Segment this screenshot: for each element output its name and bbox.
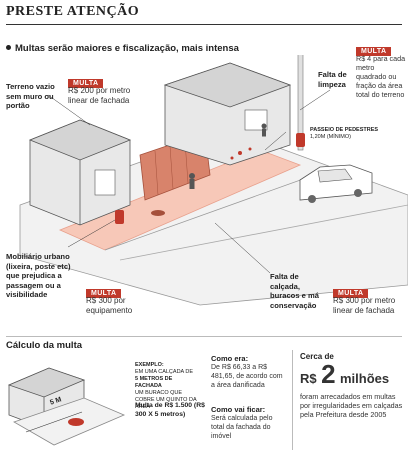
como-era-text: De R$ 66,33 a R$ 481,65, de acordo com a… — [211, 364, 283, 389]
como-vai-text: Será calculada pelo total da fachada do … — [211, 415, 273, 440]
total-text: foram arrecadados em multas por irregula… — [300, 392, 403, 419]
calc-title: Cálculo da multa — [6, 340, 83, 351]
fine-mobiliario: R$ 300 por equipamento — [86, 296, 133, 315]
road-edge — [119, 204, 408, 261]
right-building-roof — [163, 62, 292, 108]
subtitle-text: Multas serão maiores e fiscalização, mai… — [15, 43, 239, 54]
label-passeio: PASSEIO DE PEDESTRES 1,20M (MÍNIMO) — [310, 127, 404, 141]
como-era: Como era: De R$ 66,33 a R$ 481,65, de ac… — [211, 354, 287, 390]
fine-badge: MULTA — [333, 282, 369, 300]
currency-label: R$ — [300, 371, 317, 386]
example-text-c: UM BURACO QUE COBRE UM QUINTO DA ÁREA — [135, 390, 197, 410]
street-illustration — [19, 55, 408, 306]
label-mobiliario: Mobiliário urbano (lixeira, poste etc) q… — [6, 252, 71, 299]
fine-terreno: R$ 200 por metro linear de fachada — [68, 86, 131, 105]
pole — [297, 55, 304, 151]
como-era-title: Como era: — [211, 354, 249, 363]
label-terreno: Terreno vazio sem muro ou portão — [6, 82, 55, 110]
column-divider — [292, 350, 293, 450]
unit-label: milhões — [340, 371, 390, 386]
example-box: EXEMPLO: EM UMA CALÇADA DE 5 METROS DE F… — [135, 362, 197, 411]
subtitle: Multas serão maiores e fiscalização, mai… — [6, 43, 239, 54]
curb-line — [104, 172, 321, 251]
label-falta-calcada: Falta de calçada, buracos e má conservaç… — [270, 272, 319, 310]
calc-illustration — [7, 367, 126, 446]
page-title: PRESTE ATENÇÃO — [6, 4, 140, 19]
total-amount: R$ 2 milhões — [300, 361, 404, 392]
section-divider — [6, 336, 402, 337]
title-divider — [6, 24, 402, 25]
como-vai-title: Como vai ficar: — [211, 405, 266, 414]
trash-bin — [296, 133, 305, 147]
hole — [151, 210, 165, 216]
example-text-a: EM UMA CALÇADA DE — [135, 369, 194, 375]
bullet-icon — [6, 45, 11, 50]
total-box: Cerca de R$ 2 milhões foram arrecadados … — [300, 352, 404, 419]
passeio-min: 1,20M (MÍNIMO) — [310, 134, 351, 140]
como-vai: Como vai ficar: Será calculada pelo tota… — [211, 405, 287, 441]
fine-calcada: R$ 300 por metro linear de fachada — [333, 296, 396, 315]
car — [299, 164, 373, 201]
fine-limpeza: R$ 4 para cada metro quadrado ou fração … — [356, 54, 406, 99]
fine-badge: MULTA — [86, 282, 122, 300]
left-building-roof — [28, 119, 132, 161]
fine-badge: MULTA — [68, 72, 104, 90]
example-label: EXEMPLO: — [135, 362, 164, 368]
amount-value: 2 — [321, 359, 336, 389]
label-falta-limpeza: Falta de limpeza — [318, 70, 347, 89]
window — [94, 169, 116, 196]
trash-bin — [115, 210, 124, 224]
fine-badge: MULTA — [356, 40, 392, 58]
cerca-label: Cerca de — [300, 352, 334, 361]
example-fine: Multa de R$ 1.500 (R$ 300 X 5 metros) — [135, 402, 205, 418]
passeio-title: PASSEIO DE PEDESTRES — [310, 127, 379, 133]
example-text-b: 5 METROS DE FACHADA — [135, 376, 173, 389]
